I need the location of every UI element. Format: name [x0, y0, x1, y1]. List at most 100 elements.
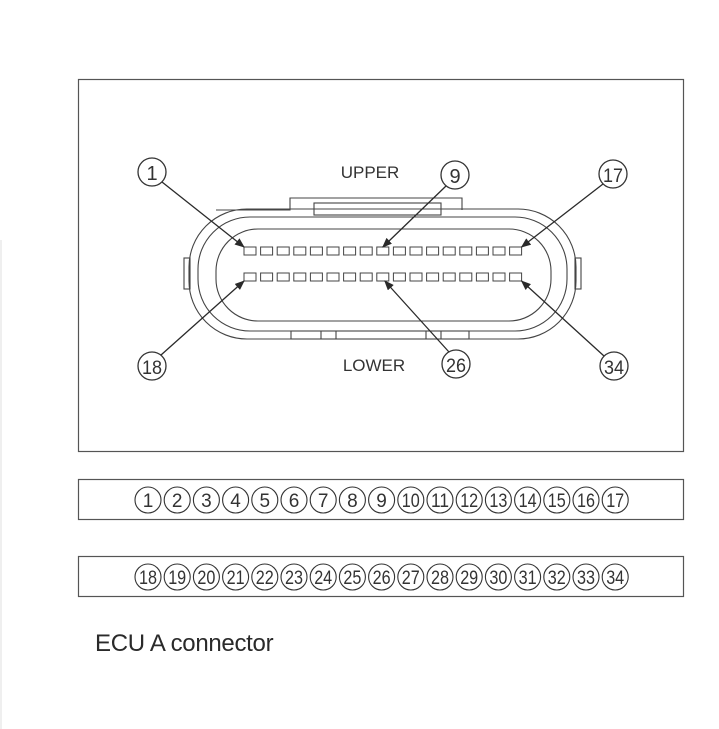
callout-1: 1: [137, 157, 167, 187]
upper-pin-row: [243, 246, 523, 256]
pin-34: [509, 272, 523, 282]
pin-17: [509, 246, 523, 256]
pin-25: [359, 272, 373, 282]
pin-15: [475, 246, 489, 256]
legend-pin-23: 23: [280, 563, 308, 591]
pin-27: [392, 272, 406, 282]
pin-20: [276, 272, 290, 282]
pin-5: [309, 246, 323, 256]
callout-26: 26: [441, 349, 471, 379]
svg-text:14: 14: [519, 491, 537, 512]
svg-text:23: 23: [285, 568, 303, 589]
diagram-frame: [77, 78, 685, 453]
svg-text:19: 19: [168, 568, 186, 589]
svg-text:4: 4: [230, 491, 241, 512]
lower-pin-legend-frame: [77, 555, 685, 598]
svg-text:27: 27: [402, 568, 420, 589]
pin-6: [326, 246, 340, 256]
legend-pin-4: 4: [222, 486, 250, 514]
pin-19: [260, 272, 274, 282]
svg-text:17: 17: [606, 491, 624, 512]
svg-text:3: 3: [201, 491, 212, 512]
legend-pin-14: 14: [514, 486, 542, 514]
legend-pin-5: 5: [251, 486, 279, 514]
svg-text:12: 12: [460, 491, 478, 512]
page-edge-line: [0, 240, 2, 729]
callout-9: 9: [440, 160, 470, 190]
pin-26: [376, 272, 390, 282]
legend-pin-24: 24: [309, 563, 337, 591]
pin-32: [475, 272, 489, 282]
legend-pin-18: 18: [134, 563, 162, 591]
svg-text:33: 33: [577, 568, 595, 589]
pin-11: [409, 246, 423, 256]
legend-pin-27: 27: [397, 563, 425, 591]
legend-pin-33: 33: [572, 563, 600, 591]
svg-text:18: 18: [139, 568, 157, 589]
right-side-tab: [574, 257, 582, 290]
legend-pin-21: 21: [222, 563, 250, 591]
pin-22: [309, 272, 323, 282]
pin-1: [243, 246, 257, 256]
svg-text:22: 22: [256, 568, 274, 589]
diagram-caption: ECU A connector: [95, 630, 274, 657]
legend-pin-20: 20: [192, 563, 220, 591]
legend-pin-1: 1: [134, 486, 162, 514]
pin-10: [392, 246, 406, 256]
svg-text:17: 17: [603, 166, 623, 187]
leader-26: [384, 280, 450, 353]
legend-pin-2: 2: [163, 486, 191, 514]
pin-12: [426, 246, 440, 256]
legend-pin-12: 12: [455, 486, 483, 514]
pin-16: [492, 246, 506, 256]
legend-pin-13: 13: [484, 486, 512, 514]
legend-pin-28: 28: [426, 563, 454, 591]
svg-text:34: 34: [606, 568, 624, 589]
svg-text:18: 18: [142, 358, 162, 379]
top-latch: [216, 197, 463, 211]
svg-text:2: 2: [172, 491, 183, 512]
svg-text:9: 9: [449, 166, 460, 188]
pin-4: [293, 246, 307, 256]
legend-pin-3: 3: [192, 486, 220, 514]
svg-text:32: 32: [548, 568, 566, 589]
left-side-tab: [183, 257, 191, 290]
svg-text:8: 8: [347, 491, 358, 512]
svg-text:24: 24: [314, 568, 332, 589]
legend-pin-29: 29: [455, 563, 483, 591]
legend-pin-17: 17: [601, 486, 629, 514]
connector-body: [183, 197, 582, 340]
svg-text:7: 7: [318, 491, 329, 512]
svg-text:29: 29: [460, 568, 478, 589]
legend-pin-25: 25: [338, 563, 366, 591]
legend-pin-19: 19: [163, 563, 191, 591]
pin-33: [492, 272, 506, 282]
legend-pin-8: 8: [338, 486, 366, 514]
pin-2: [260, 246, 274, 256]
leader-18: [160, 280, 245, 356]
legend-pin-10: 10: [397, 486, 425, 514]
pin-21: [293, 272, 307, 282]
pin-7: [343, 246, 357, 256]
leader-17: [520, 183, 604, 248]
pin-29: [426, 272, 440, 282]
upper-pin-legend-frame: [77, 478, 685, 521]
pin-31: [459, 272, 473, 282]
legend-pin-16: 16: [572, 486, 600, 514]
pin-30: [442, 272, 456, 282]
svg-text:16: 16: [577, 491, 595, 512]
pin-13: [442, 246, 456, 256]
svg-text:25: 25: [343, 568, 361, 589]
svg-text:9: 9: [376, 491, 387, 512]
svg-text:31: 31: [519, 568, 537, 589]
svg-text:5: 5: [260, 491, 271, 512]
leader-9: [382, 185, 447, 248]
legend-pin-34: 34: [601, 563, 629, 591]
legend-pin-15: 15: [543, 486, 571, 514]
svg-text:11: 11: [431, 491, 449, 512]
upper-label: UPPER: [341, 163, 400, 182]
callout-17: 17: [598, 159, 628, 189]
